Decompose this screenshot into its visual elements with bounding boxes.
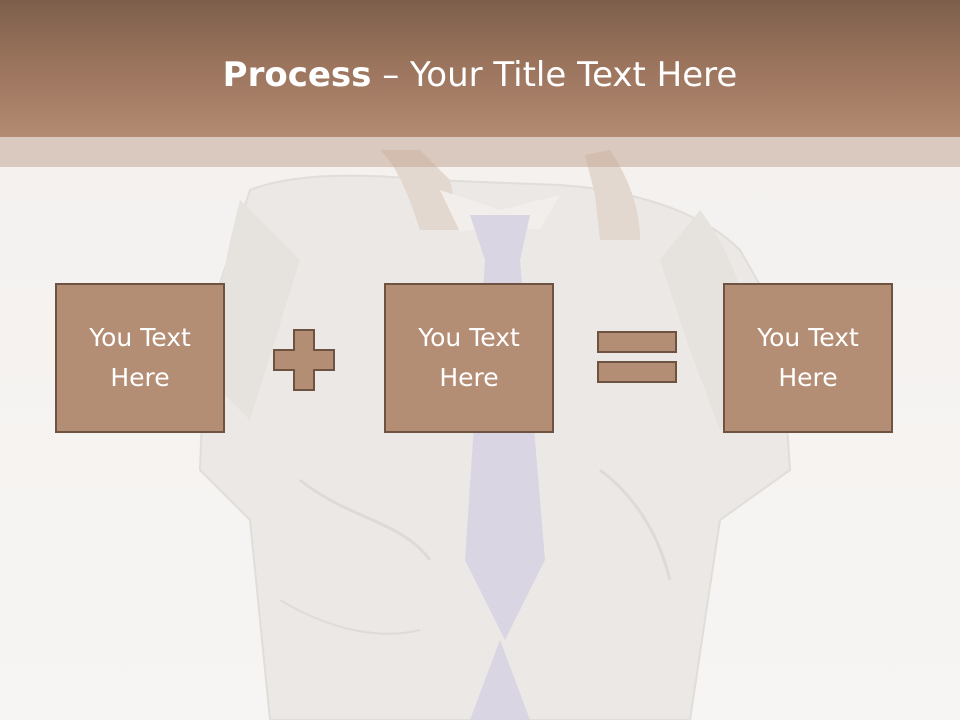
- title-separator: –: [371, 55, 411, 95]
- process-box-1-line-1: You Text: [89, 323, 191, 352]
- title-bar: [0, 0, 960, 137]
- process-box-2-line-1: You Text: [418, 323, 520, 352]
- process-box-2: You Text Here: [384, 283, 554, 433]
- process-box-1-line-2: Here: [110, 363, 170, 392]
- title-strong: Process: [222, 55, 372, 95]
- equals-icon: [597, 331, 677, 383]
- title-bar-strip: [0, 137, 960, 167]
- slide-title: Process – Your Title Text Here: [0, 52, 960, 98]
- process-box-3-line-1: You Text: [757, 323, 859, 352]
- process-box-3: You Text Here: [723, 283, 893, 433]
- plus-icon: [273, 329, 335, 391]
- process-box-1: You Text Here: [55, 283, 225, 433]
- process-box-2-line-2: Here: [439, 363, 499, 392]
- title-rest: Your Title Text Here: [410, 55, 738, 95]
- process-box-3-line-2: Here: [778, 363, 838, 392]
